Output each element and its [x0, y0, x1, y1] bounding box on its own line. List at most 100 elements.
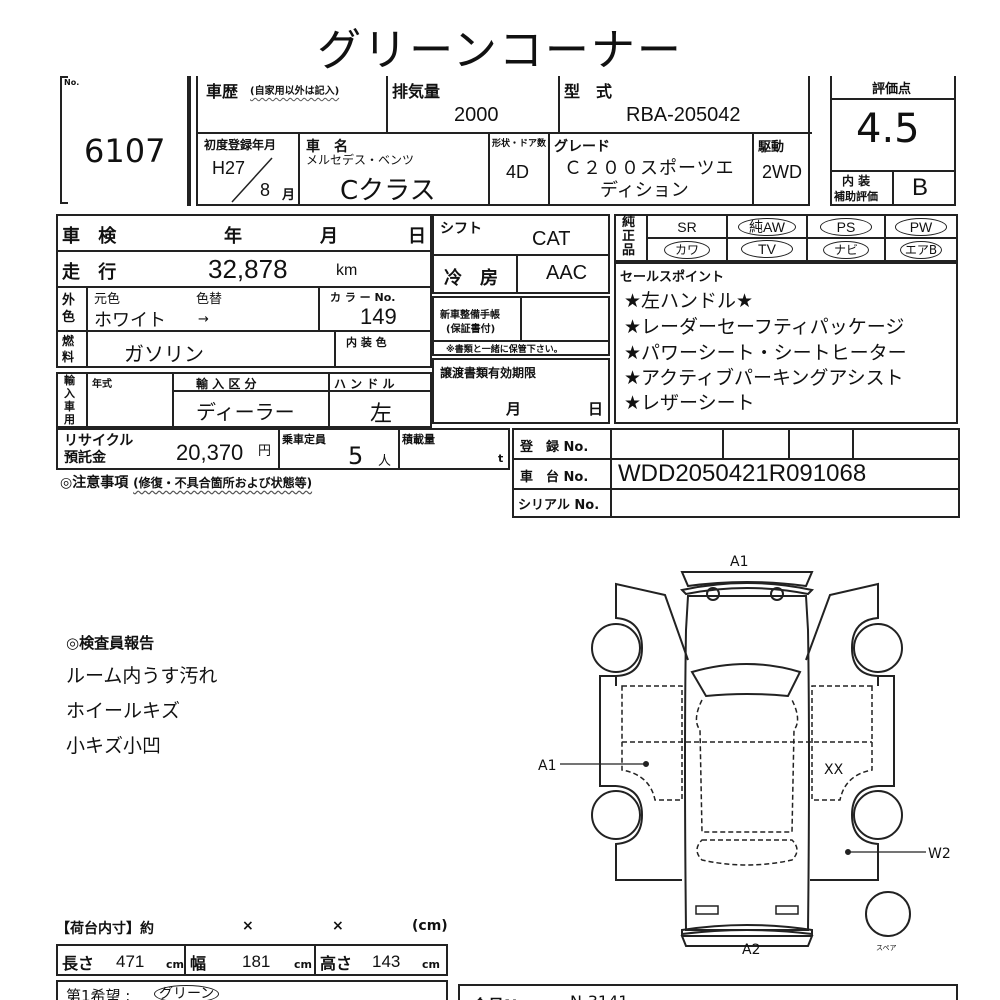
car-name-cell: 車 名 メルセデス・ベンツ Cクラス: [300, 134, 490, 206]
load-label: 積載量: [402, 433, 435, 446]
history-note: (自家用以外は記入): [250, 86, 340, 97]
capacity-value: 5: [348, 442, 364, 470]
handle-label: ハ ン ド ル: [334, 377, 395, 391]
length-value: 471: [116, 952, 145, 971]
shift-value: CAT: [532, 228, 571, 250]
fuel-row: 燃料 ガソリン 内 装 色: [56, 330, 432, 368]
grade-cell: グレード Ｃ２００スポーツエ ディション: [550, 134, 754, 204]
color-number-label: カ ラ ー No.: [330, 291, 396, 304]
length-unit: cm: [166, 958, 184, 971]
color-arrow: →: [198, 312, 209, 327]
sales-point-item: ★アクティブパーキングアシスト: [624, 367, 904, 389]
body-doors-value: 4D: [506, 162, 530, 182]
transfer-label: 譲渡書類有効期限: [440, 366, 537, 380]
genuine-part-leather: カワ: [663, 241, 710, 259]
lot-number-box: No. 6107: [60, 76, 180, 204]
member-value: N-3141: [570, 992, 628, 1000]
caution-label: ◎注意事項: [60, 475, 129, 491]
cargo-times-2: ×: [332, 918, 344, 934]
serial-no-label: シリアル No.: [518, 498, 600, 513]
mark-left-rear-door: A1: [538, 758, 556, 774]
maker-name: メルセデス・ベンツ: [306, 153, 415, 167]
chassis-no-label: 車 台 No.: [520, 470, 589, 485]
width-label: 幅: [190, 954, 207, 973]
color-number: 149: [360, 304, 397, 329]
model-year-label: 年式: [92, 379, 112, 390]
body-doors-cell: 形状・ドア数 4D: [490, 134, 550, 204]
capacity-label: 乗車定員: [282, 433, 326, 446]
model-code-value: RBA-205042: [626, 104, 741, 126]
color-value: ホワイト: [94, 310, 166, 331]
import-row: 輸入車用 年式 輸 入 区 分 ディーラー ハ ン ド ル 左: [56, 372, 432, 428]
shift-cell: シフト CAT: [432, 214, 610, 256]
interior-color-label: 内 装 色: [346, 336, 387, 349]
height-label: 高さ: [320, 954, 353, 973]
ac-value: AAC: [546, 262, 588, 284]
interior-sub-label: 補助評価: [834, 190, 878, 203]
sheet-title: グリーンコーナー: [317, 25, 683, 76]
fuel-label: 燃料: [62, 334, 75, 364]
maintenance-note: ※書類と一緒に保管下さい。: [446, 345, 563, 355]
model-code-cell: 型 式 RBA-205042: [560, 76, 812, 132]
genuine-part-alloy-wheels: 純AW: [737, 218, 797, 236]
recycle-amount: 20,370: [176, 440, 244, 465]
shaken-month: 月: [320, 226, 338, 247]
import-type-label: 輸 入 区 分: [196, 377, 257, 391]
mileage-unit: km: [336, 262, 358, 279]
sales-point-item: ★レザーシート: [624, 392, 755, 414]
mark-right-rear-door: XX: [824, 762, 844, 778]
car-name: Cクラス: [340, 176, 436, 206]
sales-points-box: セールスポイント ★左ハンドル★ ★レーダーセーフティパッケージ ★パワーシート…: [614, 262, 958, 424]
mileage-row: 走 行 32,878 km: [56, 250, 432, 288]
grade-line-1: Ｃ２００スポーツエ: [564, 158, 735, 179]
shaken-label: 車 検: [62, 226, 123, 247]
genuine-part-navi: ナビ: [822, 241, 869, 259]
import-type-value: ディーラー: [196, 400, 295, 424]
first-registration-month: 8: [260, 180, 271, 200]
mark-rear-bumper: A2: [742, 942, 760, 958]
score-value: 4.5: [856, 106, 920, 152]
recycle-row: リサイクル 預託金 20,370 円 乗車定員 5 人 積載量 t: [56, 428, 510, 470]
cargo-unit: (cm): [412, 918, 448, 934]
model-code-label: 型 式: [564, 82, 613, 101]
cargo-heading: 【荷台内寸】約 × × (cm): [56, 918, 448, 940]
displacement-cell: 排気量 2000: [388, 76, 558, 132]
genuine-part-sr: SR: [677, 219, 697, 235]
displacement-value: 2000: [454, 104, 499, 126]
sales-points-label: セールスポイント: [620, 270, 725, 285]
interior-label: 内 装: [842, 174, 871, 188]
transfer-cell: 譲渡書類有効期限 月 日: [432, 358, 610, 424]
sales-point-item: ★レーダーセーフティパッケージ: [624, 316, 905, 338]
inspector-report: ◎検査員報告 ルーム内うす汚れ ホイールキズ 小キズ小凹: [66, 632, 217, 758]
shift-label: シフト: [440, 221, 482, 237]
first-registration-label: 初度登録年月: [204, 138, 277, 152]
original-color-label: 元色: [94, 292, 121, 307]
ac-cell: 冷 房 AAC: [432, 254, 610, 294]
genuine-part-tv: TV: [741, 240, 793, 258]
inspector-report-item: ルーム内うす汚れ: [66, 665, 218, 687]
cargo-label: 【荷台内寸】約: [56, 921, 154, 937]
wish-label: 第1希望 :: [66, 987, 131, 1000]
maintenance-sub-label: (保証書付): [446, 324, 496, 335]
spare-label: スペア: [876, 944, 897, 952]
caution-note: (修復・不具合箇所および状態等): [133, 476, 313, 490]
registration-box: 登 録 No. 車 台 No. WDD2050421R091068 シリアル N…: [512, 428, 960, 518]
capacity-unit: 人: [378, 454, 392, 469]
drive-value: 2WD: [762, 162, 802, 182]
load-unit: t: [498, 452, 504, 465]
month-unit: 月: [282, 188, 296, 203]
drive-label: 駆動: [758, 140, 785, 155]
header-grid: 車歴 (自家用以外は記入) 排気量 2000 型 式 RBA-205042 初度…: [196, 76, 812, 206]
transfer-month: 月: [506, 400, 522, 418]
no-label: No.: [64, 78, 80, 87]
genuine-part-power-windows: PW: [894, 218, 948, 236]
grade-label: グレード: [554, 139, 610, 155]
length-label: 長さ: [62, 954, 95, 973]
recycle-label: リサイクル: [64, 433, 134, 449]
chassis-no-value: WDD2050421R091068: [618, 460, 867, 487]
genuine-parts-box: 純正品 SR 純AW PS PW カワ TV ナビ エアB: [614, 214, 958, 262]
displacement-label: 排気量: [392, 82, 441, 101]
wish-value: グリーン: [154, 985, 220, 1000]
genuine-part-airbag: エアB: [899, 241, 943, 259]
spare-tire-icon: [865, 891, 911, 937]
